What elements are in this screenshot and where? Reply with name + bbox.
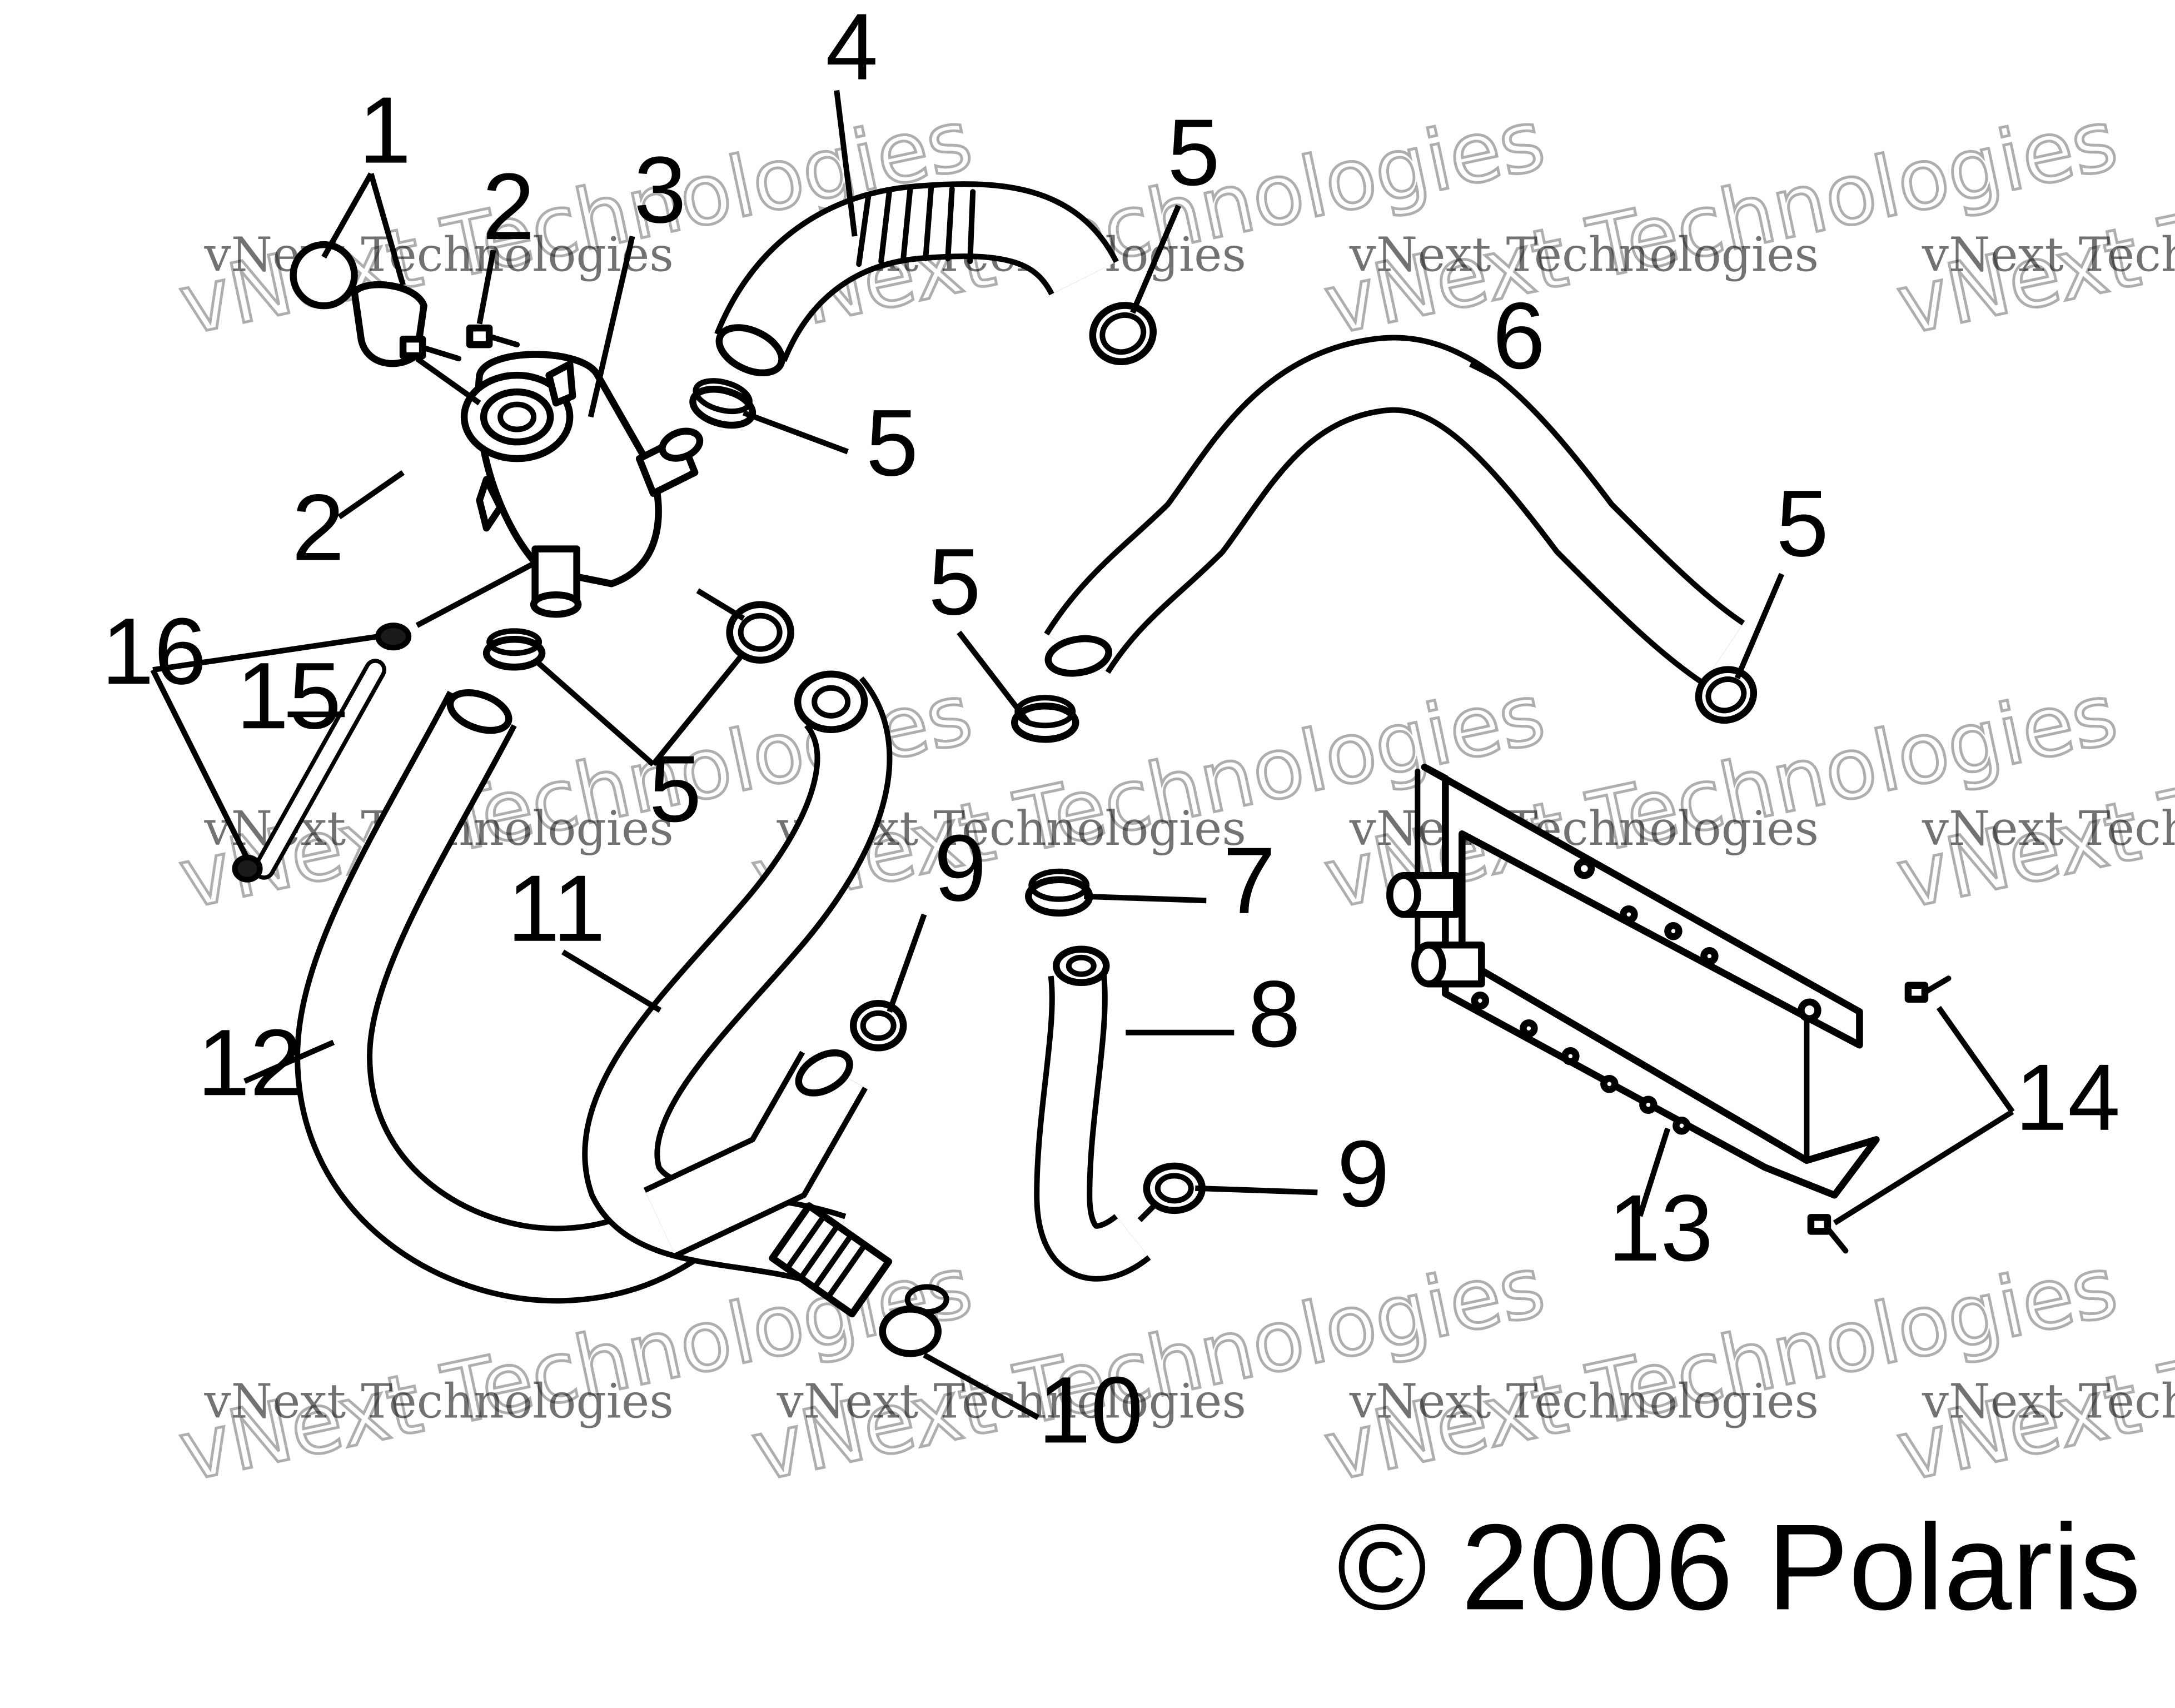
fitting-16-lower xyxy=(232,854,263,883)
callouts: 1 2 2 3 4 5 5 5 5 5 6 7 8 9 9 10 11 12 1… xyxy=(102,0,2121,1463)
callout-4: 4 xyxy=(825,0,878,100)
clamp-5-top-right xyxy=(1089,302,1157,365)
callout-10: 10 xyxy=(1038,1357,1143,1463)
bolt-lower xyxy=(399,335,462,362)
watermark-small-text: vNext Technologies xyxy=(1349,801,1819,857)
callout-13: 13 xyxy=(1608,1176,1713,1281)
callout-2-lower: 2 xyxy=(292,475,345,581)
bellows xyxy=(856,185,976,267)
clamp-9-upper xyxy=(849,1000,907,1052)
watermark-small-text: vNext Technologies xyxy=(1922,228,2175,283)
clamp-7 xyxy=(1024,868,1093,917)
callout-6: 6 xyxy=(1492,283,1545,389)
clamp-5-lower-left xyxy=(482,628,546,671)
radiator-holes xyxy=(1471,858,1821,1135)
callout-11: 11 xyxy=(507,856,606,962)
clamp-5-center xyxy=(689,378,756,429)
callout-7: 7 xyxy=(1223,828,1276,934)
callout-5-center: 5 xyxy=(866,390,919,496)
callout-12: 12 xyxy=(197,1010,302,1116)
callout-15: 15 xyxy=(236,643,341,749)
tube-15 xyxy=(253,659,387,880)
watermark-small-text: vNext Technologies xyxy=(1922,1374,2175,1429)
hose-6 xyxy=(1044,335,1745,686)
callout-9-upper: 9 xyxy=(934,815,987,921)
callout-5-top-right: 5 xyxy=(1167,100,1220,206)
callout-16: 16 xyxy=(102,599,207,704)
callout-14: 14 xyxy=(2015,1045,2120,1151)
callout-9-lower: 9 xyxy=(1337,1121,1390,1227)
callout-5-lower: 5 xyxy=(649,736,702,842)
fitting-16-upper xyxy=(375,623,412,651)
watermark-small-text: vNext Technologies xyxy=(1922,801,2175,857)
watermark-small-text: vNext Technologies xyxy=(1349,228,1819,283)
watermark-small-text: vNext Technologies xyxy=(204,228,674,283)
screw-14-upper xyxy=(1904,975,1952,1003)
leader-lines xyxy=(150,89,2015,1420)
hose-8 xyxy=(1034,945,1151,1282)
callout-8: 8 xyxy=(1248,962,1301,1067)
radiator-inlet-lower xyxy=(1411,942,1485,988)
callout-1: 1 xyxy=(359,78,411,183)
clamp-5-hose6-right xyxy=(1695,666,1758,724)
coolant-reservoir xyxy=(460,351,704,618)
radiator-13 xyxy=(1386,763,1880,1199)
clamp-10 xyxy=(879,1284,949,1357)
hose-11 xyxy=(582,670,893,1318)
copyright-notice: © 2006 Polaris Sales Inc. xyxy=(1337,1498,2175,1635)
screw-14-lower xyxy=(1807,1214,1849,1254)
callout-5-hose6-left: 5 xyxy=(928,529,981,635)
clamp-5-hose6-left xyxy=(1011,695,1079,743)
radiator-inlet-upper xyxy=(1386,872,1460,918)
callout-3: 3 xyxy=(634,137,686,243)
callout-5-hose6-right: 5 xyxy=(1776,471,1829,576)
hose-4 xyxy=(714,181,1119,377)
hose-12 xyxy=(295,689,719,1304)
watermark-small-text: vNext Technologies xyxy=(1349,1374,1819,1429)
callout-2-upper: 2 xyxy=(482,154,535,260)
watermark-small-text: vNext Technologies xyxy=(204,1374,674,1429)
clamp-5-mid xyxy=(726,601,794,664)
bolt-upper xyxy=(466,324,520,348)
